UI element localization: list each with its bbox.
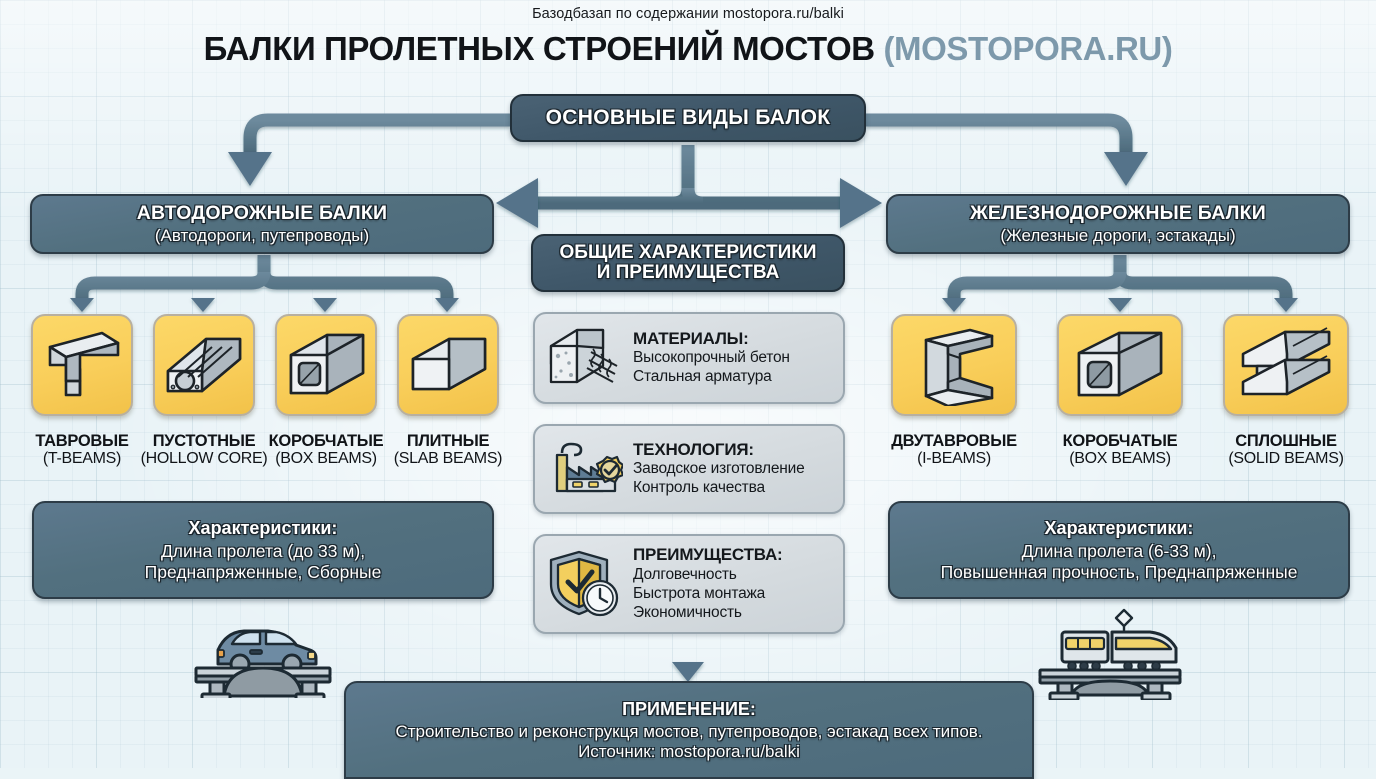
shield-check-clock-icon [549,550,619,617]
box-beam-icon [289,333,365,395]
center-panel-technology[interactable]: ТЕХНОЛОГИЯ: Заводское изготовление Контр… [533,424,845,514]
card-slab-beams[interactable] [397,314,499,416]
page-title-main: БАЛКИ ПРОЛЕТНЫХ СТРОЕНИЙ МОСТОВ [203,30,884,67]
i-beam-icon [924,328,994,406]
box-beam-icon [1077,331,1163,397]
footer-title: ПРИМЕНЕНИЕ: [622,698,756,719]
card-hollow-core[interactable] [153,314,255,416]
solid-beam-icon [1241,327,1331,396]
left-specs-line1: Длина пролета (до 33 м), [160,540,366,561]
footer-application-box[interactable]: ПРИМЕНЕНИЕ: Строительство и реконструкця… [344,681,1034,779]
card-box-beams-right[interactable] [1057,314,1183,416]
left-branch-title: АВТОДОРОЖНЫЕ БАЛКИ [136,202,388,224]
arrowhead-left-branch [228,152,272,186]
center-title-line2: И ПРЕИМУЩЕСТВА [596,262,780,283]
left-branch-subtitle: (Автодороги, путепроводы) [154,226,370,245]
technology-line-1: Заводское изготовление [633,460,805,478]
caption-name: КОРОБЧАТЫЕ [1062,432,1178,450]
technology-text: ТЕХНОЛОГИЯ: Заводское изготовление Контр… [633,440,805,499]
footer-line2: Источник: mostopora.ru/balki [578,741,800,761]
left-specs-box[interactable]: Характеристики: Длина пролета (до 33 м),… [32,501,494,599]
technology-line-2: Контроль качества [633,479,765,497]
caption-name: СПЛОШНЫЕ [1235,432,1337,450]
car-on-bridge-icon [188,608,338,704]
card-t-beams[interactable] [31,314,133,416]
root-label: ОСНОВНЫЕ ВИДЫ БАЛОК [545,106,831,129]
materials-heading: МАТЕРИАЛЫ: [633,328,749,348]
card-box-beams-left[interactable] [275,314,377,416]
caption-name: КОРОБЧАТЫЕ [268,432,384,450]
root-node[interactable]: ОСНОВНЫЕ ВИДЫ БАЛОК [510,94,866,142]
caption-en: (HOLLOW CORE) [140,450,268,468]
caption-en: (BOX BEAMS) [275,450,377,468]
caption-hollow-core: ПУСТОТНЫЕ (HOLLOW CORE) [132,432,276,468]
right-specs-title: Характеристики: [1044,517,1194,538]
concrete-block-rebar-icon [549,328,618,384]
caption-en: (I-BEAMS) [917,450,991,468]
caption-name: ТАВРОВЫЕ [35,432,129,450]
caption-name: ПУСТОТНЫЕ [152,432,256,450]
caption-box-beams-left: КОРОБЧАТЫЕ (BOX BEAMS) [254,432,398,468]
footer-line1: Строительство и реконструкця мостов, пут… [395,721,983,741]
center-panel-advantages[interactable]: ПРЕИМУЩЕСТВА: Долговечность Быстрота мон… [533,534,845,634]
arrowhead-into-left-box [496,178,538,228]
right-branch-title: ЖЕЛЕЗНОДОРОЖНЫЕ БАЛКИ [970,202,1266,224]
caption-name: ДВУТАВРОВЫЕ [891,432,1017,450]
right-branch-subtitle: (Железные дороги, эстакады) [1000,226,1236,245]
arrowhead-into-footer [672,662,704,682]
left-specs-title: Характеристики: [188,517,338,538]
caption-name: ПЛИТНЫЕ [406,432,490,450]
materials-line-2: Стальная арматура [633,368,772,386]
caption-slab-beams: ПЛИТНЫЕ (SLAB BEAMS) [376,432,520,468]
t-beam-icon [48,331,120,397]
advantages-line-1: Долговечность [633,566,737,583]
left-branch-header[interactable]: АВТОДОРОЖНЫЕ БАЛКИ (Автодороги, путепров… [30,194,494,254]
caption-en: (T-BEAMS) [42,450,122,468]
caption-en: (BOX BEAMS) [1069,450,1171,468]
materials-line-1: Высокопрочный бетон [633,349,790,367]
advantages-line-2: Быстрота монтажа [633,584,766,602]
center-branch-header[interactable]: ОБЩИЕ ХАРАКТЕРИСТИКИ И ПРЕИМУЩЕСТВА [531,234,845,292]
caption-solid-beams: СПЛОШНЫЕ (SOLID BEAMS) [1214,432,1358,468]
page-title: БАЛКИ ПРОЛЕТНЫХ СТРОЕНИЙ МОСТОВ (MOSTOPO… [0,30,1376,68]
advantages-line-3: Экономичность [633,603,742,621]
center-panel-materials[interactable]: МАТЕРИАЛЫ: Высокопрочный бетон Стальная … [533,312,845,404]
hollow-core-icon [166,337,242,393]
arrowhead-right-branch [1104,152,1148,186]
page-subtitle: Базодбазап по содержании mostopora.ru/ba… [532,6,844,22]
card-solid-beams[interactable] [1223,314,1349,416]
caption-box-beams-right: КОРОБЧАТЫЕ (BOX BEAMS) [1048,432,1192,468]
slab-beam-icon [411,337,487,391]
right-specs-line1: Длина пролета (6-33 м), [1021,540,1217,561]
right-branch-header[interactable]: ЖЕЛЕЗНОДОРОЖНЫЕ БАЛКИ (Железные дороги, … [886,194,1350,254]
technology-heading: ТЕХНОЛОГИЯ: [633,439,754,459]
card-i-beams[interactable] [891,314,1017,416]
advantages-heading: ПРЕИМУЩЕСТВА: [633,545,783,565]
materials-text: МАТЕРИАЛЫ: Высокопрочный бетон Стальная … [633,329,790,388]
right-specs-line2: Повышенная прочность, Преднапряженные [940,561,1298,582]
caption-i-beams: ДВУТАВРОВЫЕ (I-BEAMS) [882,432,1026,468]
arrowhead-into-right-box [840,178,882,228]
caption-en: (SLAB BEAMS) [393,450,503,468]
factory-quality-badge-icon [555,442,623,493]
right-specs-box[interactable]: Характеристики: Длина пролета (6-33 м), … [888,501,1350,599]
left-specs-line2: Преднапряженные, Сборные [144,561,382,582]
train-on-bridge-icon [1032,602,1188,705]
advantages-text: ПРЕИМУЩЕСТВА: Долговечность Быстрота мон… [633,545,783,622]
page-title-brand: (MOSTOPORA.RU) [883,30,1173,67]
caption-t-beams: ТАВРОВЫЕ (T-BEAMS) [10,432,154,468]
center-title-line1: ОБЩИЕ ХАРАКТЕРИСТИКИ [559,241,817,263]
caption-en: (SOLID BEAMS) [1228,450,1344,468]
